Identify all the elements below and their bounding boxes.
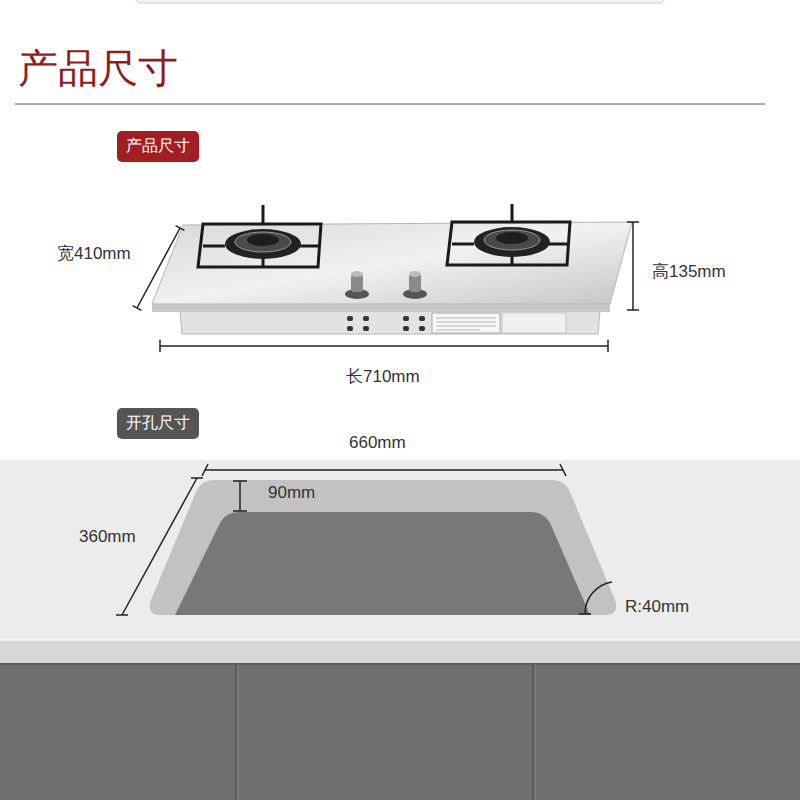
badge-text: 开孔尺寸 bbox=[126, 414, 190, 431]
badge-text: 产品尺寸 bbox=[126, 137, 190, 154]
dimension-label: 660mm bbox=[349, 433, 406, 453]
page-title: 产品尺寸 bbox=[18, 44, 178, 92]
dimension-label: 360mm bbox=[79, 527, 136, 547]
section-badge: 开孔尺寸 bbox=[117, 408, 199, 439]
dimension-label: 宽410mm bbox=[57, 244, 131, 264]
dimension-label: 高135mm bbox=[652, 262, 726, 282]
dimension-label: 长710mm bbox=[346, 367, 420, 387]
dimension-label: R:40mm bbox=[625, 597, 689, 617]
dimension-label: 90mm bbox=[268, 483, 315, 503]
section-badge: 产品尺寸 bbox=[117, 131, 199, 162]
